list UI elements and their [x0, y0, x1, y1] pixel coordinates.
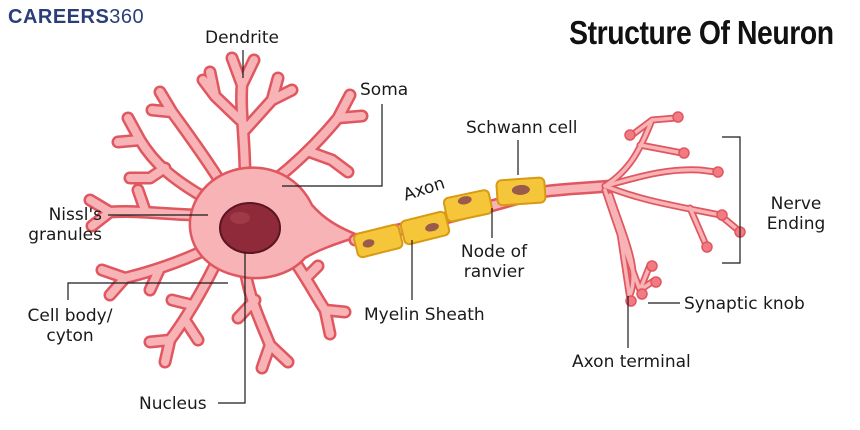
leader-nerve-ending	[722, 136, 741, 264]
label-cell-body: Cell body/ cyton	[27, 306, 113, 346]
label-dendrite: Dendrite	[205, 28, 279, 48]
schwann-nucleus	[511, 184, 530, 195]
synaptic-knob	[712, 166, 724, 178]
label-myelin-sheath: Myelin Sheath	[364, 305, 485, 325]
synaptic-knob	[678, 147, 690, 159]
schwann-nucleus	[362, 239, 375, 248]
schwann-nucleus	[425, 223, 439, 232]
label-schwann-cell: Schwann cell	[466, 118, 578, 138]
careers360-logo: CAREERS360	[8, 6, 144, 29]
logo-brand: CAREERS	[8, 6, 110, 28]
nucleus	[219, 202, 281, 254]
myelin-segment	[442, 189, 494, 223]
label-soma: Soma	[360, 80, 409, 100]
synaptic-knob	[624, 129, 636, 141]
logo-suffix: 360	[109, 6, 145, 28]
leader-lines	[67, 50, 741, 404]
dendrite-branches	[83, 51, 369, 375]
label-node-of-ranvier: Node of ranvier	[460, 242, 528, 282]
synaptic-knob	[701, 241, 713, 253]
synaptic-knob	[650, 276, 662, 288]
schwann-nucleus	[457, 196, 472, 205]
synaptic-knob	[646, 260, 658, 272]
synaptic-knob	[672, 111, 684, 123]
myelin-segment	[399, 210, 451, 246]
myelin-sheath	[353, 176, 547, 259]
myelin-segment	[353, 223, 404, 259]
nerve-endings	[601, 114, 742, 304]
leader-soma	[282, 104, 383, 187]
synaptic-knob	[716, 209, 728, 221]
label-synaptic-knob: Synaptic knob	[684, 294, 805, 314]
synaptic-knob	[636, 288, 648, 300]
label-nucleus: Nucleus	[139, 394, 207, 414]
leader-nucleus	[218, 252, 246, 404]
label-nerve-ending: Nerve Ending	[766, 194, 826, 234]
label-nissl-granules: Nissl's granules	[28, 205, 102, 245]
diagram-title: Structure Of Neuron	[569, 14, 834, 51]
label-axon-terminal: Axon terminal	[572, 352, 691, 372]
nucleus-highlight	[230, 212, 250, 224]
leader-cell-body	[67, 282, 228, 300]
